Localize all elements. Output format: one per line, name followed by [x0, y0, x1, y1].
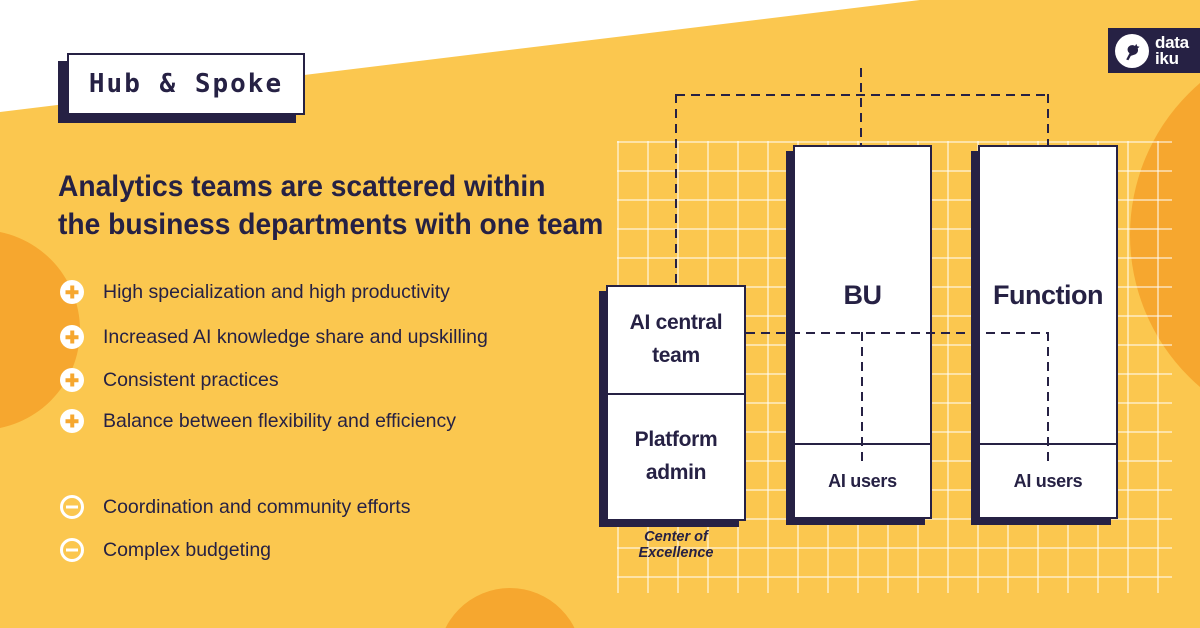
plus-icon	[60, 280, 84, 304]
page-title: Hub & Spoke	[88, 69, 284, 99]
pro-item: Consistent practices	[60, 368, 279, 392]
coe-caption: Center of Excellence	[638, 529, 714, 561]
dashed-connector-top-center	[860, 68, 862, 145]
bu-title: BU	[843, 279, 883, 310]
pro-item: High specialization and high productivit…	[60, 280, 450, 304]
function-top-section: Function	[980, 147, 1116, 443]
dataiku-logo: data iku	[1108, 28, 1200, 73]
logo-text: data iku	[1155, 32, 1189, 68]
con-item: Complex budgeting	[60, 538, 271, 562]
plus-icon	[60, 368, 84, 392]
plus-icon	[60, 409, 84, 433]
bu-users-label: AI users	[828, 470, 897, 491]
coe-bottom-label: Platform admin	[634, 428, 718, 484]
pro-item: Balance between flexibility and efficien…	[60, 409, 456, 433]
heading-line2: the business departments with one team	[58, 207, 604, 241]
coe-top-section: AI central team	[608, 287, 744, 393]
function-title: Function	[993, 279, 1103, 310]
heading-line1: Analytics teams are scattered within	[58, 170, 546, 203]
logo-text-line2: iku	[1155, 48, 1179, 68]
heading: Analytics teams are scattered within the…	[58, 168, 660, 243]
pro-item-label: Consistent practices	[103, 369, 279, 391]
dashed-connector-left-vertical	[675, 94, 677, 285]
hub-spoke-title-box: Hub & Spoke	[67, 53, 305, 115]
dashed-connector-function-users	[1047, 332, 1049, 462]
dashed-connector-top-horizontal	[676, 94, 1049, 96]
con-item-label: Complex budgeting	[103, 539, 272, 561]
pro-item: Increased AI knowledge share and upskill…	[60, 325, 488, 349]
pro-item-label: Balance between flexibility and efficien…	[103, 410, 457, 432]
bu-top-section: BU	[795, 147, 930, 443]
con-item: Coordination and community efforts	[60, 495, 410, 519]
dashed-connector-bu-users	[861, 332, 863, 462]
coe-box: AI central team Platform admin	[606, 285, 746, 521]
dashed-connector-mid-horizontal	[746, 332, 1049, 334]
minus-icon	[60, 538, 84, 562]
decor-circle-bottom	[438, 588, 582, 628]
logo-text-line1: data	[1155, 32, 1189, 52]
coe-bottom-section: Platform admin	[608, 393, 744, 519]
pro-item-label: High specialization and high productivit…	[103, 281, 450, 303]
function-users-label: AI users	[1013, 470, 1083, 491]
plus-icon	[60, 325, 84, 349]
dataiku-bird-icon	[1115, 33, 1149, 68]
pro-item-label: Increased AI knowledge share and upskill…	[103, 326, 488, 348]
minus-icon	[60, 495, 84, 519]
con-item-label: Coordination and community efforts	[103, 496, 411, 518]
dashed-connector-right-vertical	[1047, 94, 1049, 145]
coe-top-label: AI central team	[629, 311, 723, 367]
